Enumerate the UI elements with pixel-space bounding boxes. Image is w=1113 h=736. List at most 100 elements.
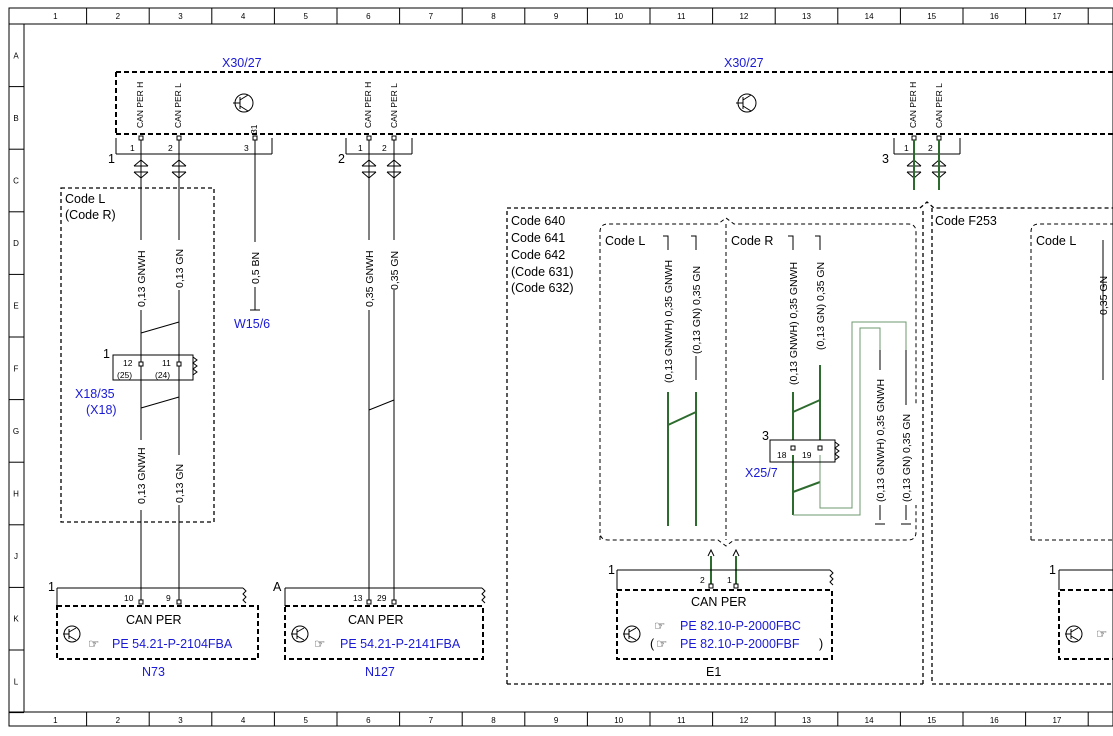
code-label: Code L — [605, 234, 645, 248]
column-number: 5 — [303, 716, 308, 725]
connector-label-x30-27-left: X30/27 — [222, 56, 262, 70]
column-number: 6 — [366, 716, 371, 725]
reference-link[interactable]: PE 54.21-P-2104FBA — [112, 637, 233, 651]
module-n127: 13 29 A CAN PER ☞ PE 54.21-P-2141FBA N12… — [273, 580, 486, 679]
reference-hand-icon: ☞ — [654, 619, 665, 633]
wire-label: 0,13 GN — [174, 249, 186, 288]
module-partial-right: 1 ☞ — [1049, 563, 1113, 660]
bus-pin-marks — [138, 135, 942, 141]
connector-label-x18: (X18) — [86, 403, 117, 417]
wire-label: 0,5 BN — [250, 252, 262, 284]
module-function: CAN PER — [126, 613, 182, 627]
pin-number: 11 — [162, 358, 171, 368]
plug-connector-icons — [133, 159, 947, 179]
column-number: 7 — [429, 716, 434, 725]
connector-number: 1 — [608, 563, 615, 577]
pin-number: 3 — [244, 143, 249, 153]
pin-label-31: 31 — [249, 124, 259, 134]
column-number: 2 — [116, 12, 121, 21]
connector-number: 1 — [1049, 563, 1056, 577]
column-number: 14 — [865, 716, 874, 725]
connector-x25-7: 18 19 3 X25/7 — [745, 429, 840, 480]
wire-group-n73 — [140, 140, 180, 600]
pin-number: 19 — [802, 450, 812, 460]
module-label-n127: N127 — [365, 665, 395, 679]
code-label: Code L — [65, 192, 105, 206]
row-letter: H — [13, 490, 19, 499]
pin-label-can-per-l: CAN PER L — [173, 83, 183, 128]
row-letter: K — [13, 615, 19, 624]
code-label: Code 641 — [511, 231, 565, 245]
module-label-n73: N73 — [142, 665, 165, 679]
left-code-block: Code L (Code R) — [60, 187, 215, 523]
wire-label: 0,35 GN — [389, 251, 401, 290]
pin-number: 1 — [130, 143, 135, 153]
column-number: 12 — [739, 12, 748, 21]
column-number: 4 — [241, 12, 246, 21]
pin-number: 10 — [124, 593, 134, 603]
wire-group-e1-code-l: (0,13 GNWH) 0,35 GNWH (0,13 GN) 0,35 GN — [656, 235, 708, 526]
ground-symbol-icon — [736, 93, 757, 113]
module-function: CAN PER — [691, 595, 747, 609]
column-number: 15 — [927, 12, 936, 21]
column-number: 1 — [53, 716, 58, 725]
f253-variant-block: Code L 0,35 GN — [1030, 223, 1113, 541]
column-number: 3 — [178, 716, 183, 725]
column-number: 11 — [677, 12, 686, 21]
wire-group-e1-right: (0,13 GNWH) 0,35 GNWH (0,13 GN) 0,35 GN — [868, 350, 918, 525]
pin-label-can-per-h: CAN PER H — [908, 82, 918, 128]
pin-number: 1 — [358, 143, 363, 153]
connector-number: 3 — [762, 429, 769, 443]
row-letter: F — [14, 364, 19, 373]
wire-label: (0,13 GNWH) 0,35 GNWH — [788, 262, 800, 385]
row-letter: D — [13, 239, 19, 248]
pin-number: 18 — [777, 450, 787, 460]
connector-number: 1 — [48, 580, 55, 594]
pin-number: 1 — [904, 143, 909, 153]
code-label: Code F253 — [935, 214, 997, 228]
reference-link[interactable]: PE 82.10-P-2000FBF — [680, 637, 800, 651]
column-number: 3 — [178, 12, 183, 21]
pin-number: 2 — [700, 575, 705, 585]
code-label: (Code 631) — [511, 265, 574, 279]
connector-letter: A — [273, 580, 282, 594]
e1-variant-block: Code L Code R — [599, 217, 917, 547]
pin-number: 12 — [123, 358, 133, 368]
column-number: 2 — [116, 716, 121, 725]
column-number: 13 — [802, 716, 811, 725]
column-number: 8 — [491, 12, 496, 21]
wire-label: 0,35 GNWH — [364, 250, 376, 307]
column-number: 13 — [802, 12, 811, 21]
connector-label-x30-27-right: X30/27 — [724, 56, 764, 70]
pin-number: 9 — [166, 593, 171, 603]
wire-label: (0,13 GN) 0,35 GN — [901, 414, 913, 502]
row-letter: J — [14, 552, 18, 561]
pin-label-can-per-l: CAN PER L — [934, 83, 944, 128]
column-number: 5 — [303, 12, 308, 21]
column-number: 8 — [491, 716, 496, 725]
ground-symbol-icon — [233, 93, 254, 113]
pin-number: 13 — [353, 593, 363, 603]
connector-number: 3 — [882, 152, 889, 166]
wire-label: 0,13 GNWH — [136, 250, 148, 307]
reference-link[interactable]: PE 82.10-P-2000FBC — [680, 619, 801, 633]
reference-hand-icon: ☞ — [656, 637, 667, 651]
wire-group-e1-code-r: (0,13 GNWH) 0,35 GNWH (0,13 GN) 0,35 GN — [781, 235, 907, 516]
column-number: 9 — [554, 716, 559, 725]
wire-label: (0,13 GN) 0,35 GN — [691, 266, 703, 354]
row-letter: L — [14, 677, 19, 686]
column-number: 17 — [1052, 716, 1061, 725]
reference-link[interactable]: PE 54.21-P-2141FBA — [340, 637, 461, 651]
pin-label-can-per-l: CAN PER L — [389, 83, 399, 128]
pin-number: (25) — [117, 370, 132, 380]
code-label: Code 640 — [511, 214, 565, 228]
ground-wire-w15-6: 0,5 BN W15/6 — [234, 140, 270, 331]
row-letter: G — [13, 427, 19, 436]
column-number: 16 — [990, 12, 999, 21]
bus-pin-group-1: CAN PER H CAN PER L 31 1 2 3 1 — [108, 82, 273, 166]
column-number: 9 — [554, 12, 559, 21]
pin-number: (24) — [155, 370, 170, 380]
module-e1: 2 1 1 CAN PER ☞ PE 82.10-P-2000FBC ( ☞ P… — [608, 563, 834, 679]
